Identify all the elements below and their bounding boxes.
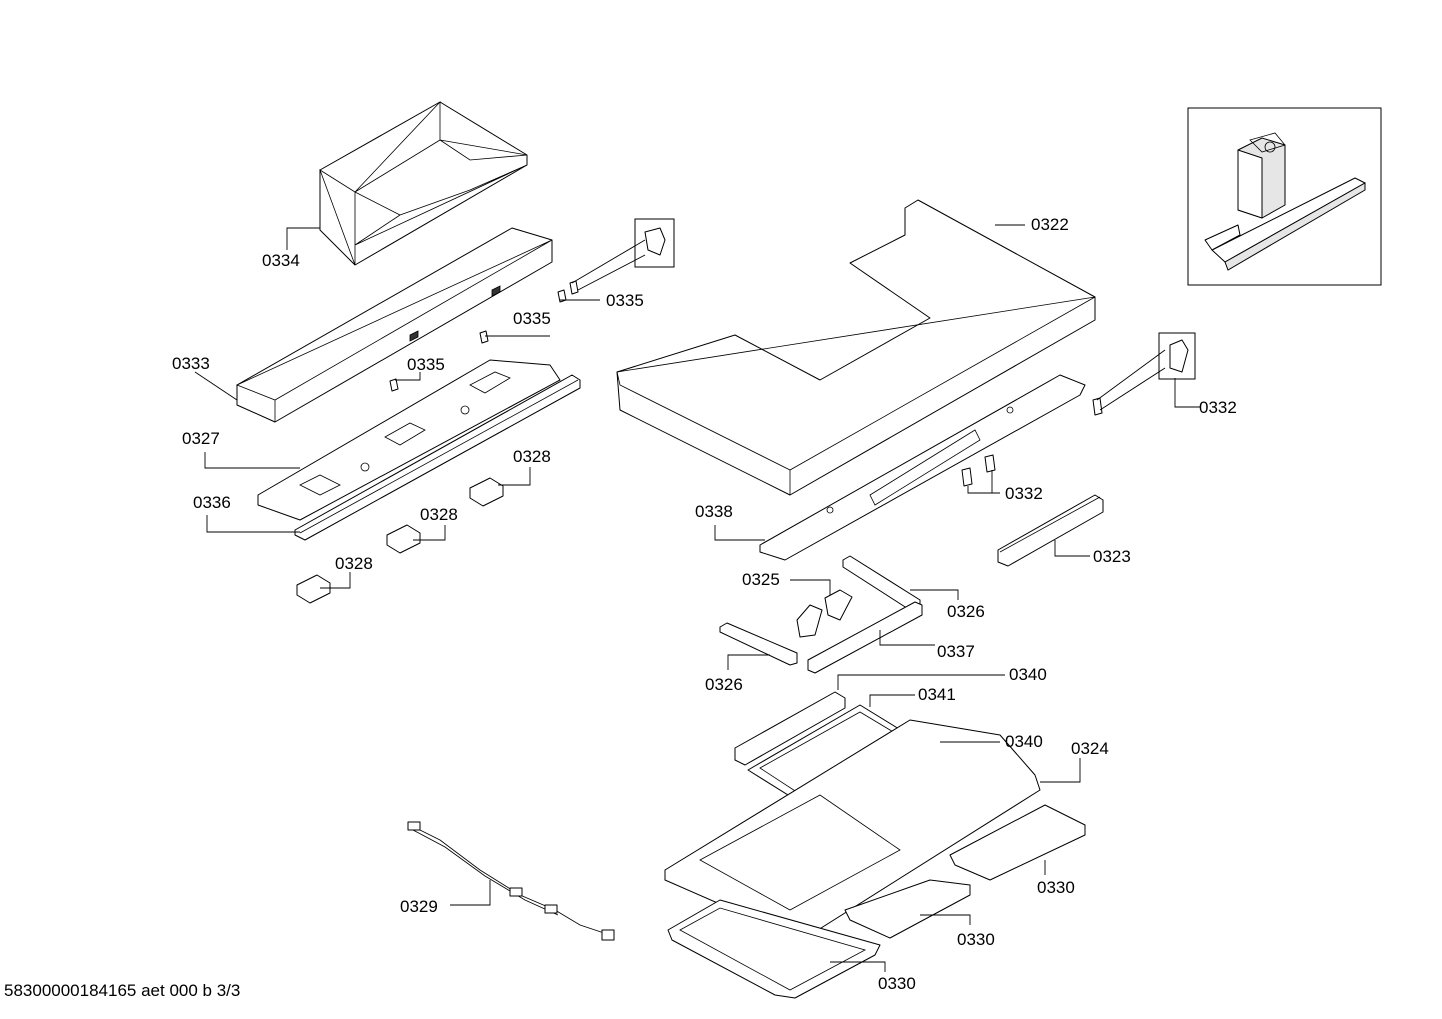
label-0330: 0330 [878, 974, 916, 993]
label-0330: 0330 [957, 930, 995, 949]
label-0332: 0332 [1005, 484, 1043, 503]
label-0337: 0337 [937, 642, 975, 661]
label-0328: 0328 [513, 447, 551, 466]
label-0328: 0328 [335, 554, 373, 573]
label-0326: 0326 [705, 675, 743, 694]
part-0328-drawing [296, 477, 504, 604]
label-0328: 0328 [420, 505, 458, 524]
label-0333: 0333 [172, 354, 210, 373]
part-0335-drawing [389, 218, 675, 392]
part-0327-drawing [257, 359, 561, 521]
label-0329: 0329 [400, 897, 438, 916]
label-0338: 0338 [695, 502, 733, 521]
part-0329-drawing [407, 821, 615, 941]
label-0324: 0324 [1071, 739, 1109, 758]
label-0335: 0335 [606, 291, 644, 310]
part-0324-drawing [664, 719, 1041, 936]
label-0340: 0340 [1005, 732, 1043, 751]
part-0334-drawing [319, 100, 528, 266]
leader-lines [194, 224, 1200, 972]
label-0340: 0340 [1009, 665, 1047, 684]
label-0326: 0326 [947, 602, 985, 621]
part-0330-drawing [667, 804, 1086, 999]
label-0341: 0341 [918, 685, 956, 704]
label-0335: 0335 [407, 355, 445, 374]
label-0334: 0334 [262, 251, 300, 270]
label-0336: 0336 [193, 493, 231, 512]
part-0336-drawing [294, 374, 581, 541]
label-0335: 0335 [513, 309, 551, 328]
document-id: 58300000184165 aet 000 b 3/3 [4, 981, 241, 1000]
part-0322-drawing [616, 199, 1096, 496]
overview-inset [1187, 107, 1382, 286]
part-0332-drawing [961, 332, 1196, 487]
label-0332: 0332 [1199, 398, 1237, 417]
part-0337-drawing [807, 601, 923, 674]
part-0323-drawing [997, 494, 1104, 567]
part-0325-drawing [796, 589, 853, 638]
part-0338-drawing [759, 374, 1086, 561]
label-0327: 0327 [182, 429, 220, 448]
label-0322: 0322 [1031, 215, 1069, 234]
label-0323: 0323 [1093, 547, 1131, 566]
label-0325: 0325 [742, 570, 780, 589]
label-0330: 0330 [1037, 878, 1075, 897]
part-0333-drawing [235, 227, 553, 423]
